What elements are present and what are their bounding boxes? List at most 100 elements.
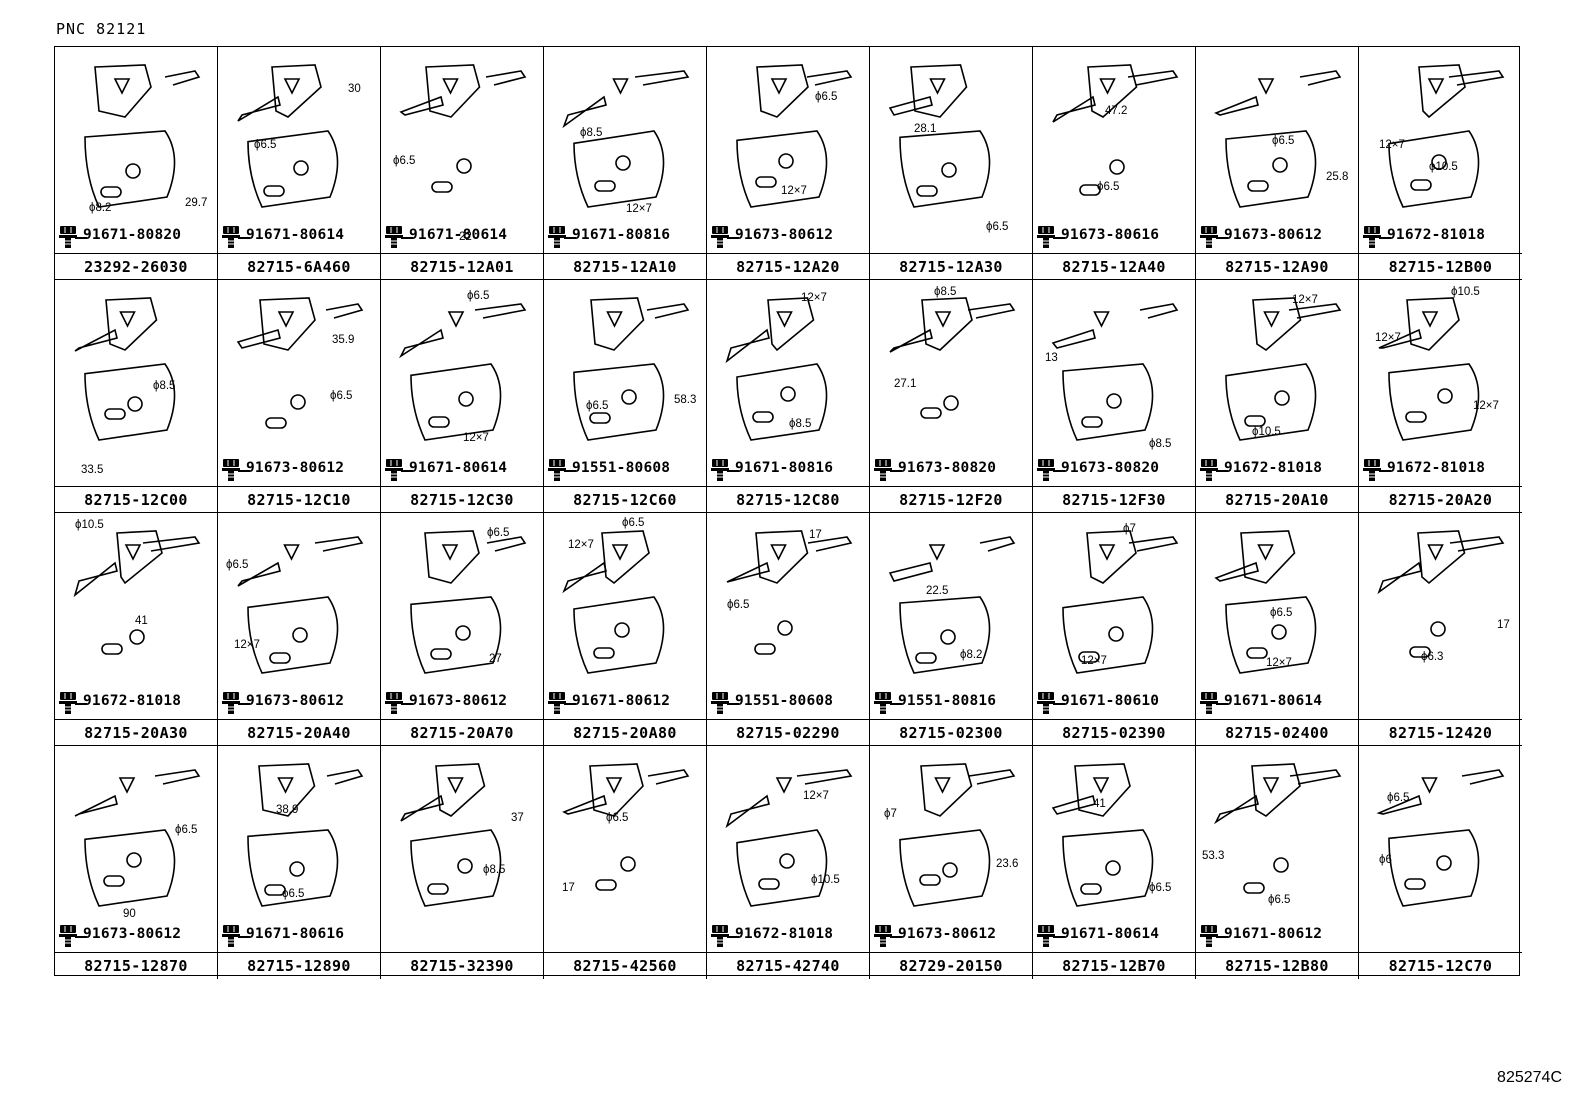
bolt-leader-line	[727, 237, 739, 239]
bracket-drawing	[1214, 70, 1342, 208]
part-drawing	[218, 513, 381, 718]
dimension-label: 12×7	[1375, 332, 1401, 344]
bracket-outline	[84, 130, 176, 208]
bracket-drawing	[236, 297, 364, 429]
dimension-label: 12×7	[626, 203, 652, 215]
bracket-drawing	[725, 297, 828, 441]
dimension-label: 28.1	[914, 123, 937, 135]
bracket-outline	[920, 763, 973, 817]
part-number: 82715-42560	[544, 952, 706, 979]
bolt-part-number: 91671-80616	[246, 926, 345, 942]
mount-hole	[456, 158, 472, 174]
bracket-outline	[807, 536, 853, 552]
bolt-part-number: 91671-80614	[409, 460, 508, 476]
dimension-label: ϕ10.5	[811, 874, 840, 886]
part-number: 82715-12C10	[218, 486, 380, 513]
bolt-part-number: 91673-80616	[1061, 227, 1160, 243]
bolt-icon	[59, 692, 77, 714]
dimension-label: 33.5	[81, 464, 104, 476]
locator-triangle	[1421, 311, 1439, 328]
dimension-label: ϕ8.2	[89, 202, 112, 214]
dimension-label: ϕ6	[1379, 854, 1392, 866]
bracket-drawing	[1377, 530, 1505, 658]
bolt-part-number: 91672-81018	[1387, 227, 1486, 243]
dimension-label: 30	[348, 83, 361, 95]
bracket-outline	[573, 363, 665, 441]
locator-triangle	[118, 777, 136, 794]
part-drawing	[707, 513, 870, 718]
bracket-outline	[726, 561, 770, 583]
locator-triangle	[124, 544, 142, 561]
bracket-drawing	[1214, 530, 1317, 674]
bolt-icon	[385, 459, 403, 481]
locator-triangle	[934, 311, 952, 328]
dimension-label: ϕ6.5	[393, 155, 416, 167]
dimension-label: 17	[809, 529, 822, 541]
part-drawing	[381, 280, 544, 485]
dimension-label: ϕ8.5	[483, 864, 506, 876]
bolt-leader-line	[401, 237, 413, 239]
dimension-label: 12×7	[568, 539, 594, 551]
dimension-label: 13	[1045, 352, 1058, 364]
dimension-label: 38.9	[276, 804, 299, 816]
bracket-outline	[1128, 536, 1179, 552]
part-number: 82715-02390	[1033, 719, 1195, 746]
slot-hole	[593, 647, 615, 659]
part-drawing	[1359, 746, 1522, 951]
locator-triangle	[611, 544, 629, 561]
dimension-label: 25.8	[1326, 171, 1349, 183]
part-number: 82715-12B80	[1196, 952, 1358, 979]
bracket-outline	[1062, 829, 1154, 907]
part-number: 82715-12B70	[1033, 952, 1195, 979]
slot-hole	[431, 181, 453, 193]
bolt-icon	[548, 459, 566, 481]
bolt-part-number: 91671-80820	[83, 227, 182, 243]
part-drawing	[544, 513, 707, 718]
mount-hole	[621, 389, 637, 405]
bracket-outline	[271, 64, 322, 118]
part-number: 82715-12B00	[1359, 253, 1522, 280]
bracket-outline	[1127, 70, 1179, 86]
dimension-label: 12×7	[1292, 294, 1318, 306]
part-number: 82715-12A10	[544, 253, 706, 280]
bracket-outline	[590, 297, 645, 351]
dimension-label: ϕ10.5	[1429, 161, 1458, 173]
bolt-part-number: 91673-80820	[1061, 460, 1160, 476]
mount-hole	[780, 386, 796, 402]
bolt-icon	[874, 459, 892, 481]
bolt-leader-line	[890, 703, 902, 705]
bolt-part-number: 91551-80816	[898, 693, 997, 709]
part-drawing	[55, 513, 218, 718]
part-number: 82715-20A20	[1359, 486, 1522, 513]
bolt-leader-line	[1379, 237, 1391, 239]
bracket-outline	[486, 536, 527, 552]
slot-hole	[269, 652, 291, 664]
bracket-outline	[1087, 64, 1138, 118]
part-drawing	[381, 47, 544, 252]
dimension-label: 47.2	[1105, 105, 1128, 117]
dimension-label: 22	[459, 231, 472, 243]
bolt-part-number: 91671-80614	[246, 227, 345, 243]
part-number: 82715-20A70	[381, 719, 543, 746]
slot-hole	[919, 874, 941, 886]
part-drawing	[1196, 513, 1359, 718]
dimension-label: ϕ6.5	[586, 400, 609, 412]
bracket-outline	[410, 829, 502, 907]
mount-hole	[1274, 390, 1290, 406]
bracket-outline	[154, 769, 201, 785]
slot-hole	[915, 652, 937, 664]
mount-hole	[289, 861, 305, 877]
bracket-outline	[562, 561, 607, 594]
bolt-icon	[385, 692, 403, 714]
